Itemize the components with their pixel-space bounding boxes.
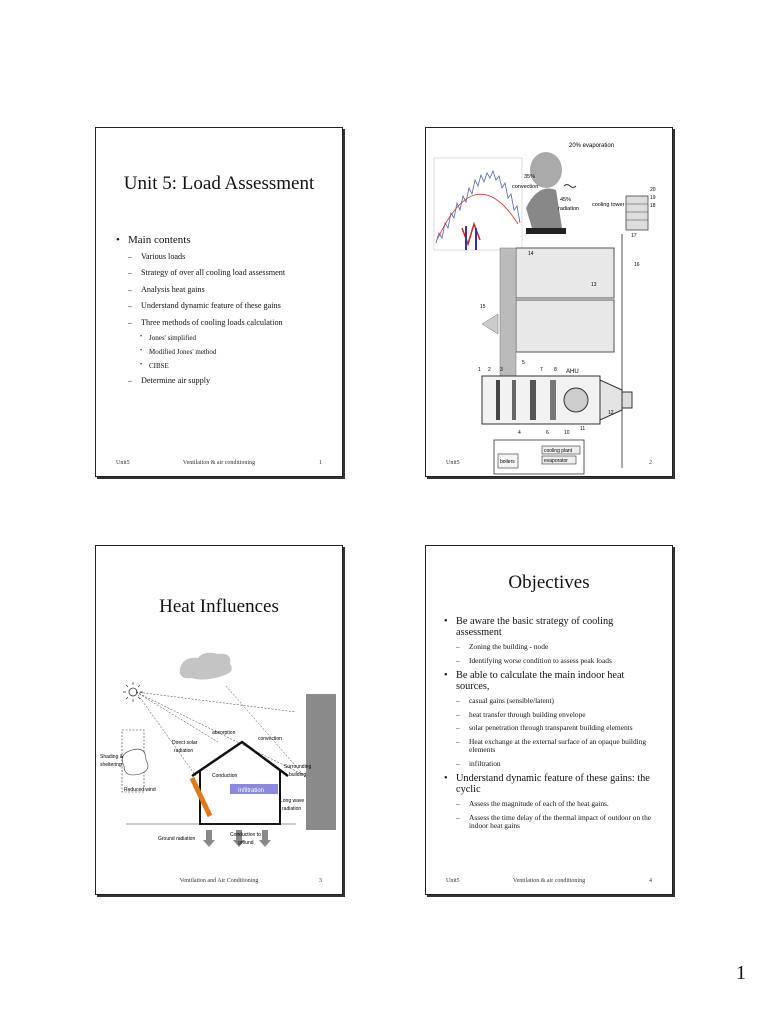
list-item: infiltration <box>456 759 658 769</box>
label-2: 2 <box>488 367 491 373</box>
label-13: 13 <box>591 282 597 288</box>
list-item: casual gains (sensible/latent) <box>456 697 658 706</box>
page-number: 1 <box>736 962 746 984</box>
list-item: Understand dynamic feature of these gain… <box>128 301 328 311</box>
conduction-label: Conduction <box>212 773 238 779</box>
list-item: Heat exchange at the external surface of… <box>456 737 658 755</box>
room-zones: 14 13 15 <box>480 247 615 379</box>
footer-unit: Unit5 <box>446 460 460 466</box>
list-item: Strategy of over all cooling load assess… <box>128 268 328 278</box>
absorption-label: absorption <box>212 730 236 736</box>
footer-slide-number: 2 <box>649 460 652 466</box>
list-item: CIBSE <box>140 362 328 370</box>
footer-slide-number: 4 <box>649 878 652 884</box>
label-14: 14 <box>528 251 534 257</box>
footer-unit: Unit5 <box>446 878 460 884</box>
slide-4: Objectives Be aware the basic strategy o… <box>425 545 673 895</box>
ahu-label: AHU <box>566 369 579 375</box>
air-handling-unit: AHU 1 2 3 5 7 8 4 6 10 11 12 <box>478 360 633 436</box>
list-item: Assess the time delay of the thermal imp… <box>456 813 658 831</box>
long-wave-radiation-label: radiation <box>282 806 301 812</box>
heat-influences-diagram: absorption convection Direct solar radia… <box>100 652 336 847</box>
label-3: 3 <box>500 367 503 373</box>
footer-course: Ventilation and Air Conditioning <box>179 878 259 884</box>
label-11: 11 <box>580 426 585 432</box>
direct-solar-label: Direct solar <box>172 740 198 746</box>
label-16: 16 <box>634 262 640 268</box>
label-15: 15 <box>480 304 486 310</box>
list-item: Various loads <box>128 252 328 262</box>
label-10: 10 <box>564 430 570 436</box>
slide-title: Objectives <box>508 572 590 593</box>
list-item: solar penetration through transparent bu… <box>456 724 658 733</box>
radiation-label: radiation <box>174 748 193 754</box>
surrounding-label: Surrounding <box>284 764 311 770</box>
plant-room: boilers cooling plant evaporator <box>493 439 585 475</box>
radiation-pct: 45% <box>560 197 571 203</box>
list-item: heat transfer through building envelope <box>456 710 658 720</box>
list-item: Main contents <box>116 234 328 246</box>
surrounding-building <box>306 694 336 830</box>
ground-radiation-label: Ground radiation <box>158 836 195 842</box>
slide-2: 20% evaporation 35% convection 45% radia… <box>425 127 673 477</box>
sheltering-label: sheltering <box>100 762 122 768</box>
footer-slide-number: 3 <box>319 878 322 884</box>
list-item: Modified Jones' method <box>140 348 328 356</box>
footer-slide-number: 1 <box>319 460 322 466</box>
label-7: 7 <box>540 367 543 373</box>
list-item: Be able to calculate the main indoor hea… <box>444 670 658 692</box>
slide-title: Unit 5: Load Assessment <box>123 173 315 194</box>
shading-label: Shading & <box>100 754 124 760</box>
list-item: Three methods of cooling loads calculati… <box>128 318 328 328</box>
label-4: 4 <box>518 430 521 436</box>
bullet-list: Main contents Various loads Strategy of … <box>116 234 328 393</box>
label-19: 19 <box>650 195 656 201</box>
label-12: 12 <box>608 410 614 416</box>
evaporator-label: evaporator <box>544 458 568 464</box>
boilers-label: boilers <box>500 459 515 465</box>
slide-title: Heat Influences <box>159 596 279 617</box>
label-20: 20 <box>650 187 656 193</box>
reduced-wind-label: Reduced wind <box>124 787 156 793</box>
cooling-plant-label: cooling plant <box>544 448 573 454</box>
footer-course: Ventilation & air conditioning <box>182 460 256 466</box>
bullet-list: Be aware the basic strategy of cooling a… <box>444 616 658 836</box>
temperature-plot <box>433 157 523 251</box>
label-5: 5 <box>522 360 525 366</box>
convection-label: convection <box>512 184 538 190</box>
slide-1: Unit 5: Load Assessment Main contents Va… <box>95 127 343 477</box>
cooling-tower: cooling tower 20 19 18 17 16 <box>592 187 656 468</box>
ground-label: ground <box>238 840 254 846</box>
person-figure: 20% evaporation 35% convection 45% radia… <box>512 143 614 234</box>
cloud <box>179 652 232 680</box>
convection-label: convection <box>258 736 282 742</box>
list-item: Jones' simplified <box>140 334 328 342</box>
radiation-label: radiation <box>558 206 579 212</box>
list-item: Understand dynamic feature of these gain… <box>444 773 658 795</box>
list-item: Identifying worse condition to assess pe… <box>456 656 658 666</box>
list-item: Zoning the building - node <box>456 642 658 652</box>
label-8: 8 <box>554 367 557 373</box>
label-6: 6 <box>546 430 549 436</box>
label-1: 1 <box>478 367 481 373</box>
footer-course: Ventilation & air conditioning <box>512 878 586 884</box>
list-item: Assess the magnitude of each of the heat… <box>456 800 658 809</box>
long-wave-label: Long wave <box>280 798 304 804</box>
cooling-tower-label: cooling tower <box>592 202 625 208</box>
infiltration-label: Infiltration <box>238 788 264 794</box>
label-18: 18 <box>650 203 656 209</box>
footer-unit: Unit5 <box>116 460 130 466</box>
list-item: Be aware the basic strategy of cooling a… <box>444 616 658 638</box>
hvac-system-diagram: 20% evaporation 35% convection 45% radia… <box>433 143 656 475</box>
label-17: 17 <box>631 233 637 239</box>
sun-icon <box>123 682 143 702</box>
list-item: Analysis heat gains <box>128 285 328 295</box>
building-label: building <box>289 772 306 778</box>
convection-pct: 35% <box>524 174 535 180</box>
conduction-to-label: Conduction to <box>230 832 261 838</box>
slide-3: Heat Influences <box>95 545 343 895</box>
list-item: Determine air supply <box>128 376 328 386</box>
house <box>189 740 289 825</box>
evaporation-label: 20% evaporation <box>569 143 614 149</box>
